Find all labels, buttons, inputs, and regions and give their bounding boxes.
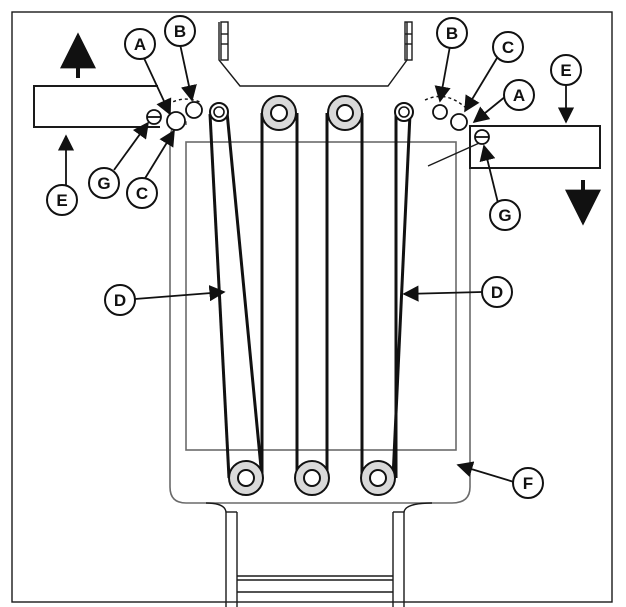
bottom-handle bbox=[205, 502, 433, 607]
top-roller-left bbox=[261, 95, 297, 131]
callout-d-left: D bbox=[104, 284, 136, 316]
leader-lines bbox=[57, 43, 575, 483]
callout-label: A bbox=[134, 35, 146, 54]
callout-b-right: B bbox=[436, 17, 468, 49]
figure-border bbox=[11, 11, 613, 603]
callout-e-left: E bbox=[46, 184, 78, 216]
callout-g-left: G bbox=[88, 167, 120, 199]
callout-label: F bbox=[523, 474, 533, 493]
outer-frame bbox=[169, 121, 471, 504]
callout-c-left: C bbox=[126, 177, 158, 209]
callout-g-right: G bbox=[489, 199, 521, 231]
callout-e-right: E bbox=[550, 54, 582, 86]
belts bbox=[208, 111, 412, 479]
callout-label: C bbox=[502, 38, 514, 57]
callout-label: C bbox=[136, 184, 148, 203]
callout-a-right: A bbox=[503, 79, 535, 111]
callout-label: G bbox=[97, 174, 110, 193]
bottom-roller-2 bbox=[294, 460, 330, 496]
bottom-roller-1 bbox=[228, 460, 264, 496]
callout-label: D bbox=[114, 291, 126, 310]
end-roller-left bbox=[209, 102, 229, 122]
callout-label: E bbox=[56, 191, 67, 210]
bottom-roller-3 bbox=[360, 460, 396, 496]
callout-label: A bbox=[513, 86, 525, 105]
right-sheet-assembly bbox=[424, 95, 601, 226]
callout-label: D bbox=[491, 283, 503, 302]
callout-label: E bbox=[560, 61, 571, 80]
callout-f: F bbox=[512, 467, 544, 499]
callout-a-left: A bbox=[124, 28, 156, 60]
callout-label: G bbox=[498, 206, 511, 225]
callout-b-left: B bbox=[164, 15, 196, 47]
top-roller-right bbox=[327, 95, 363, 131]
callout-c-right: C bbox=[492, 31, 524, 63]
top-bracket bbox=[218, 21, 413, 87]
callout-label: B bbox=[446, 24, 458, 43]
end-roller-right bbox=[394, 102, 414, 122]
inner-panel bbox=[185, 141, 457, 451]
left-sheet-assembly bbox=[33, 32, 203, 131]
callout-label: B bbox=[174, 22, 186, 41]
callout-d-right: D bbox=[481, 276, 513, 308]
